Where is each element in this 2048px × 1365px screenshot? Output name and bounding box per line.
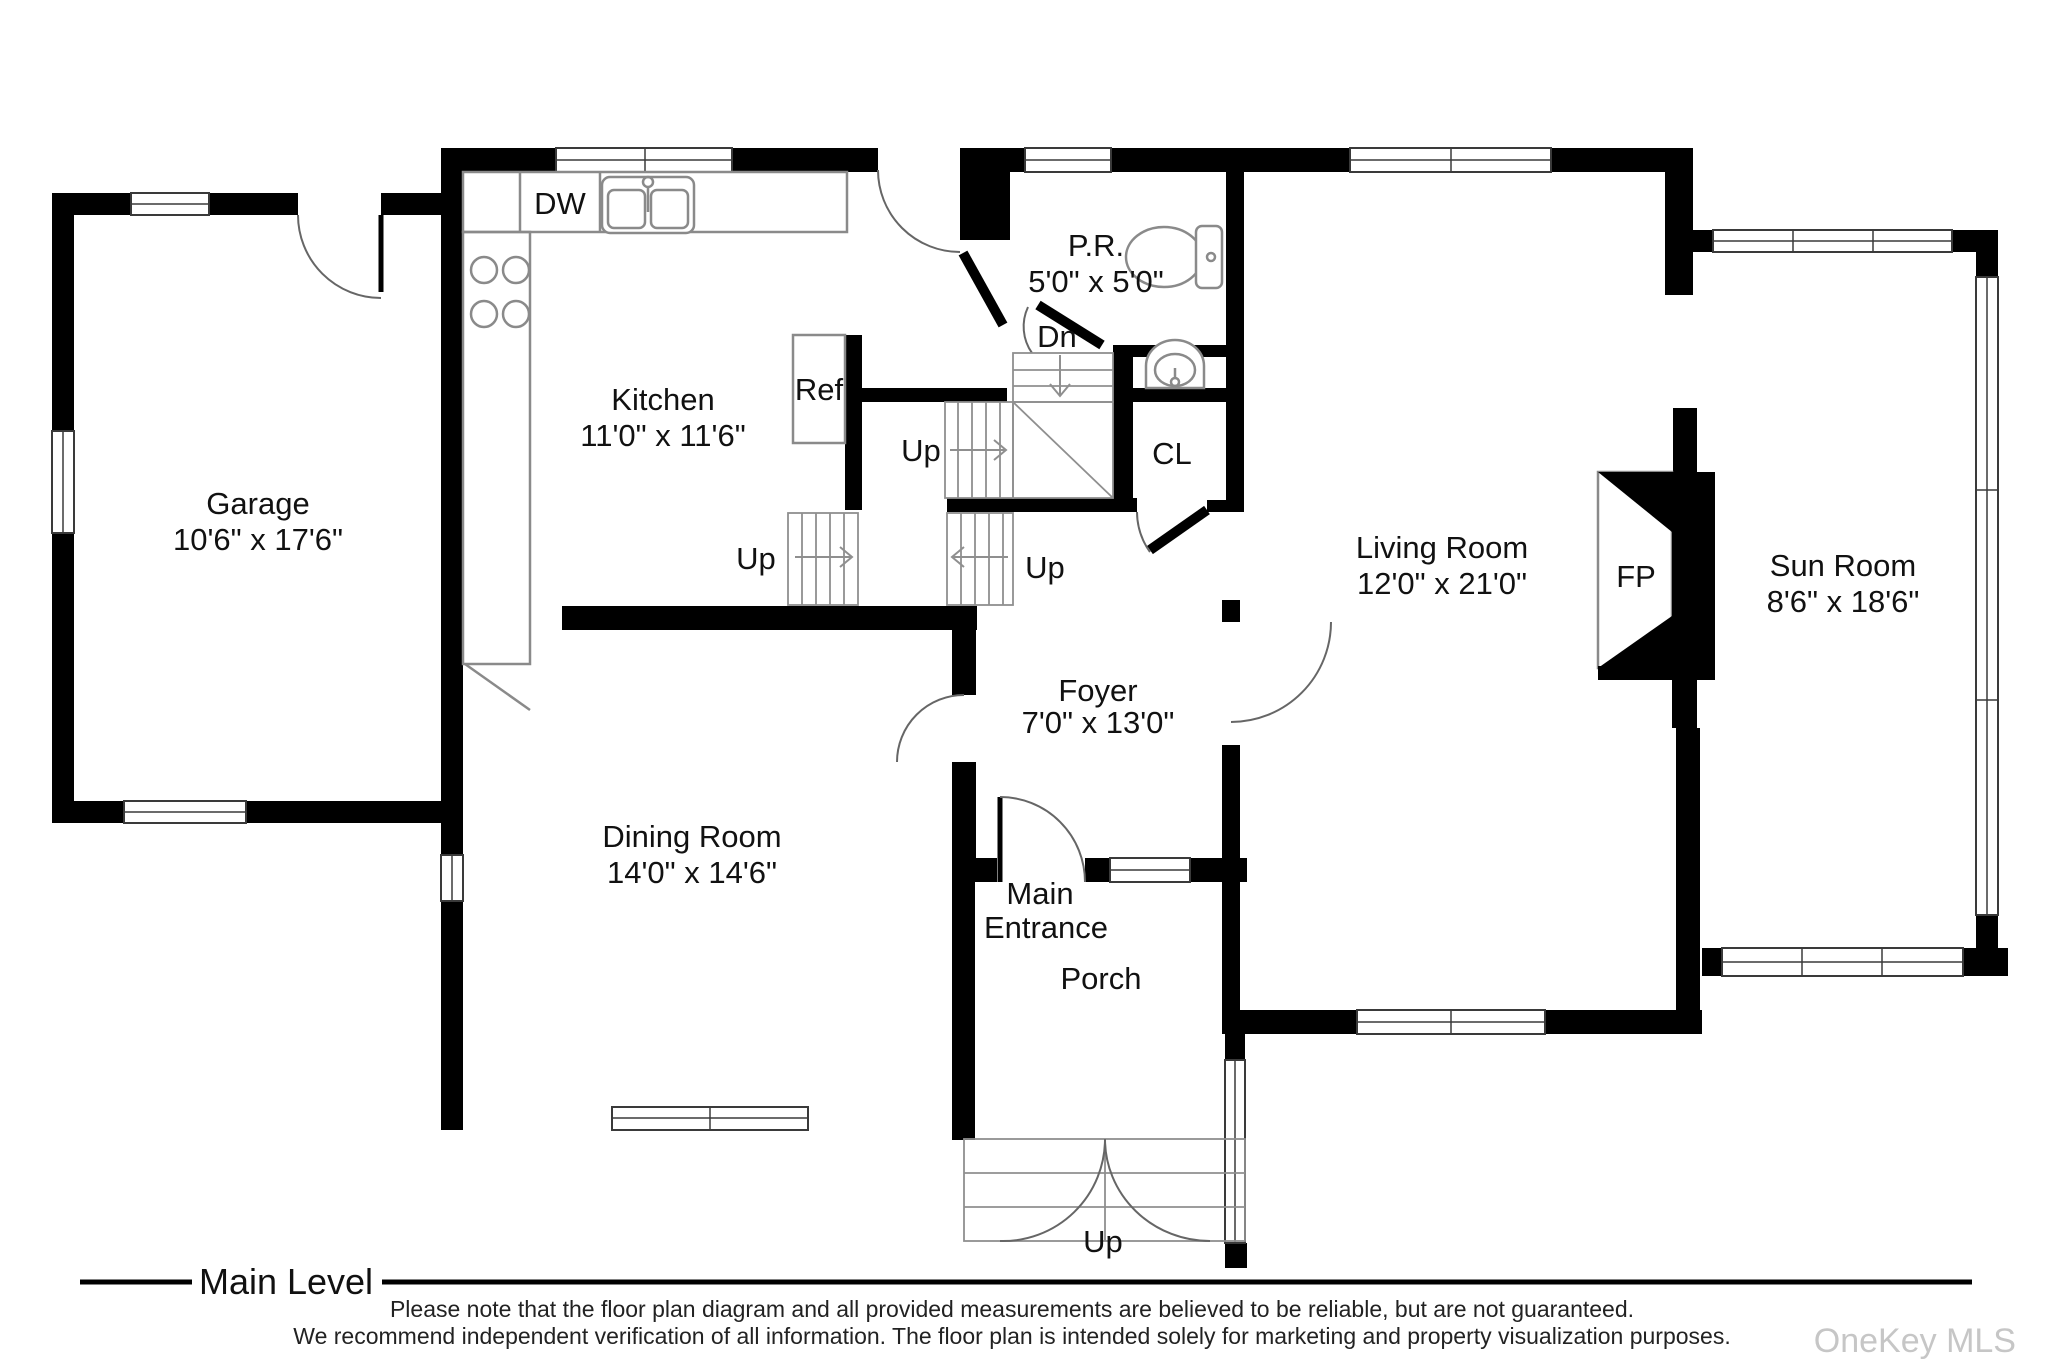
main-entrance-label-1: Main — [1006, 876, 1073, 911]
porch-steps — [963, 1138, 1246, 1243]
porch-label: Porch — [1061, 961, 1142, 996]
dining-left-window — [440, 854, 464, 902]
watermark: OneKey MLS — [1814, 1322, 2016, 1360]
stair-landing — [1012, 401, 1114, 499]
garage-top-window — [130, 192, 210, 216]
living-top-window — [1349, 147, 1552, 173]
pr-angled-wall — [958, 250, 1008, 328]
stairs-group — [787, 352, 1246, 1243]
closet-door — [1136, 505, 1210, 555]
living-room-dims: 12'0" x 21'0" — [1357, 566, 1527, 601]
sun-room-label: Sun Room — [1770, 548, 1916, 583]
level-label: Main Level — [199, 1261, 373, 1302]
stair-up-center-label: Up — [901, 433, 941, 468]
garage-dims: 10'6" x 17'6" — [173, 522, 343, 557]
pr-window — [1024, 147, 1112, 173]
fireplace-structure — [1596, 408, 1715, 728]
disclaimer-line-2: We recommend independent verification of… — [293, 1323, 1730, 1349]
living-room-label: Living Room — [1356, 530, 1528, 565]
fireplace-label: FP — [1616, 559, 1656, 594]
sun-bottom-window — [1721, 947, 1964, 977]
pr-sink-icon — [1144, 338, 1206, 390]
closet-label: CL — [1152, 436, 1192, 471]
stair-down — [1012, 352, 1114, 403]
kitchen-dims: 11'0" x 11'6" — [580, 418, 745, 453]
garage-bottom-window — [123, 800, 247, 824]
pr-dims: 5'0" x 5'0" — [1028, 264, 1164, 299]
dining-bottom-window — [611, 1106, 809, 1131]
main-entrance-label-2: Entrance — [984, 910, 1108, 945]
sun-right-window — [1975, 276, 1999, 916]
windows — [51, 147, 1999, 1244]
walls — [52, 148, 2008, 1268]
stair-up-left — [787, 512, 859, 606]
kitchen-sink-icon — [600, 175, 696, 235]
foyer-dims: 7'0" x 13'0" — [1022, 705, 1175, 740]
disclaimer-line-1: Please note that the floor plan diagram … — [390, 1296, 1634, 1322]
stair-up-left-label: Up — [736, 541, 776, 576]
porch-up-label: Up — [1083, 1224, 1123, 1259]
garage-left-window — [51, 430, 75, 534]
refrigerator-icon — [791, 333, 847, 445]
feature-labels: DW Ref CL FP Dn Up Up Up Up Main Entranc… — [534, 186, 1656, 1259]
stair-up-right — [946, 512, 1014, 606]
garage-label: Garage — [206, 486, 309, 521]
stair-up-center — [944, 401, 1014, 499]
pr-label: P.R. — [1068, 228, 1124, 263]
fixtures — [461, 170, 1224, 712]
stair-down-label: Dn — [1037, 319, 1077, 354]
stair-up-right-label: Up — [1025, 550, 1065, 585]
main-entrance-door — [997, 796, 1086, 883]
dining-room-label: Dining Room — [602, 819, 781, 854]
dishwasher-label: DW — [534, 186, 586, 221]
refrigerator-label: Ref — [795, 372, 844, 407]
living-foyer-opening — [1230, 621, 1332, 723]
kitchen-window — [555, 147, 733, 173]
sun-room-dims: 8'6" x 18'6" — [1767, 584, 1920, 619]
rear-entry-door — [877, 169, 961, 253]
doors — [297, 169, 1332, 883]
kitchen-stove-icon — [461, 230, 532, 712]
kitchen-label: Kitchen — [611, 382, 714, 417]
pr-door — [1022, 300, 1105, 354]
foyer-sidelight-window — [1109, 857, 1191, 883]
toilet-icon — [1124, 224, 1224, 290]
porch-right-window — [1224, 1059, 1246, 1244]
foyer-label: Foyer — [1058, 673, 1137, 708]
sun-top-window — [1712, 229, 1953, 253]
dining-room-dims: 14'0" x 14'6" — [607, 855, 777, 890]
dining-foyer-opening — [896, 694, 965, 763]
living-bottom-window — [1356, 1009, 1546, 1035]
garage-entry-door — [297, 214, 384, 299]
footer: Main Level Please note that the floor pl… — [80, 1261, 2016, 1360]
room-labels: Garage 10'6" x 17'6" Kitchen 11'0" x 11'… — [173, 228, 1919, 890]
